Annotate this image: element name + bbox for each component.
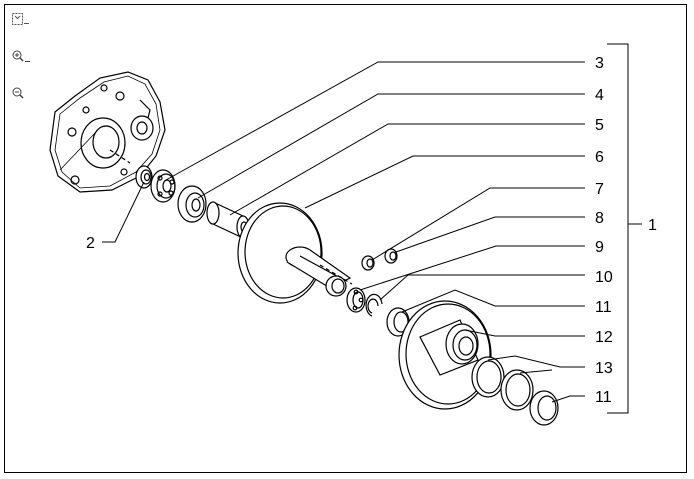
callout-labels: 1 2 3 4 5 6 7 8 9 10 11 12 13 11: [86, 55, 657, 406]
callout-11-lower: 11: [595, 389, 612, 406]
part-11-seal-upper: [386, 307, 410, 337]
part-3-bearing: [150, 169, 176, 203]
part-6-fixed-pulley: [237, 202, 353, 304]
callout-2: 2: [86, 235, 95, 252]
part-10-circlip: [365, 293, 383, 317]
part-11-seal-lower: [529, 390, 559, 426]
part-7-roller: [361, 255, 375, 271]
callout-8: 8: [595, 210, 604, 227]
callout-7: 7: [595, 181, 604, 198]
callout-1: 1: [648, 217, 657, 234]
fit-page-icon: [12, 13, 29, 25]
part-13-rings: [471, 356, 534, 411]
callout-4: 4: [595, 87, 604, 104]
leader-lines: [102, 43, 642, 414]
part-5-sleeve: [206, 201, 250, 239]
part-8-roller: [384, 248, 398, 264]
callout-3: 3: [595, 55, 604, 72]
part-4-washer: [177, 185, 207, 223]
zoom-out-icon: [12, 87, 24, 99]
callout-12: 12: [595, 329, 613, 346]
callout-5: 5: [595, 117, 604, 134]
gearbox-housing-part: [49, 71, 166, 193]
fit-page-button[interactable]: [10, 10, 32, 30]
part-12-movable-pulley: [398, 300, 492, 410]
zoom-out-button[interactable]: [10, 84, 32, 104]
callout-10: 10: [595, 269, 613, 286]
callout-13: 13: [595, 360, 613, 377]
zoom-in-button[interactable]: [10, 47, 32, 67]
callout-9: 9: [595, 239, 604, 256]
part-9-roller-bearing: [346, 287, 366, 313]
callout-6: 6: [595, 149, 604, 166]
zoom-in-icon: [12, 50, 30, 62]
part-2-bearing: [135, 165, 153, 189]
callout-11-upper: 11: [595, 299, 612, 316]
